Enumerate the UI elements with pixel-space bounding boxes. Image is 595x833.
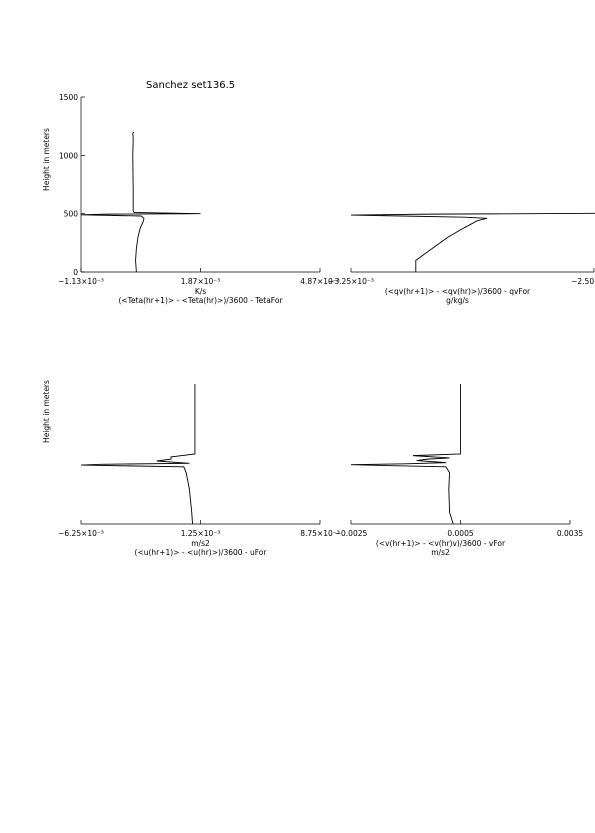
y-tick-label: 0 [73,268,78,277]
x-tick-label: 1.25×10⁻³ [181,529,221,538]
series-line [350,384,461,525]
y-tick-label: 1000 [59,151,78,160]
x-tick-label: 4.87×10⁻³ [300,277,340,286]
x-tick-label: −0.0025 [335,529,368,538]
chart-panel-4: −0.0025 0.0005 0.0035 (<v(hr+1)> - <v(hr)v)… [335,384,583,557]
x-axis-label: g/kg/s [446,296,469,305]
x-axis-label: m/s2 [431,548,450,557]
x-tick-label: −6.25×10⁻³ [58,529,104,538]
x-tick-label: −2.50×10⁻¹ [571,277,595,286]
series-line [80,131,201,273]
x-axis-label: (<qv(hr+1)> - <qv(hr)>)/3600 - qvFor [385,287,531,296]
chart-panel-3: −6.25×10⁻³ 1.25×10⁻³ 8.75×10⁻³ m/s2(<u(hr+1… [42,380,340,557]
x-axis-label: K/s [195,287,206,296]
y-tick-label: 1500 [59,93,78,102]
y-tick-label: 500 [64,210,79,219]
x-axis-label: (<u(hr+1)> - <u(hr)>)/3600 - uFor [135,548,268,557]
y-axis-label: Height in meters [42,380,51,443]
chart-panel-1: 0 500 1000 1500 −1.13×10⁻³ 1.87×10⁻³ 4.87×10⁻³… [42,93,340,305]
x-tick-label: 0.0005 [447,529,473,538]
y-axis-label: Height in meters [42,128,51,191]
series-line [80,384,196,525]
x-tick-label: 1.87×10⁻³ [181,277,221,286]
x-tick-label: 8.75×10⁻³ [300,529,340,538]
page-title: Sanchez set136.5 [146,80,236,91]
x-axis-label: m/s2 [191,539,210,548]
x-tick-label: −3.25×10⁻³ [328,277,374,286]
chart-panel-2: −3.25×10⁻³−1.75×10⁻³−2.50×10⁻¹(<qv(hr+1)… [328,212,595,305]
x-axis-label: (<v(hr+1)> - <v(hr)v)/3600 - vFor [376,539,506,548]
x-axis-label: (<Teta(hr+1)> - <Teta(hr)>)/3600 - TetaF… [118,296,283,305]
x-tick-label: −1.13×10⁻³ [58,277,104,286]
series-line [350,212,595,272]
x-tick-label: 0.0035 [557,529,583,538]
